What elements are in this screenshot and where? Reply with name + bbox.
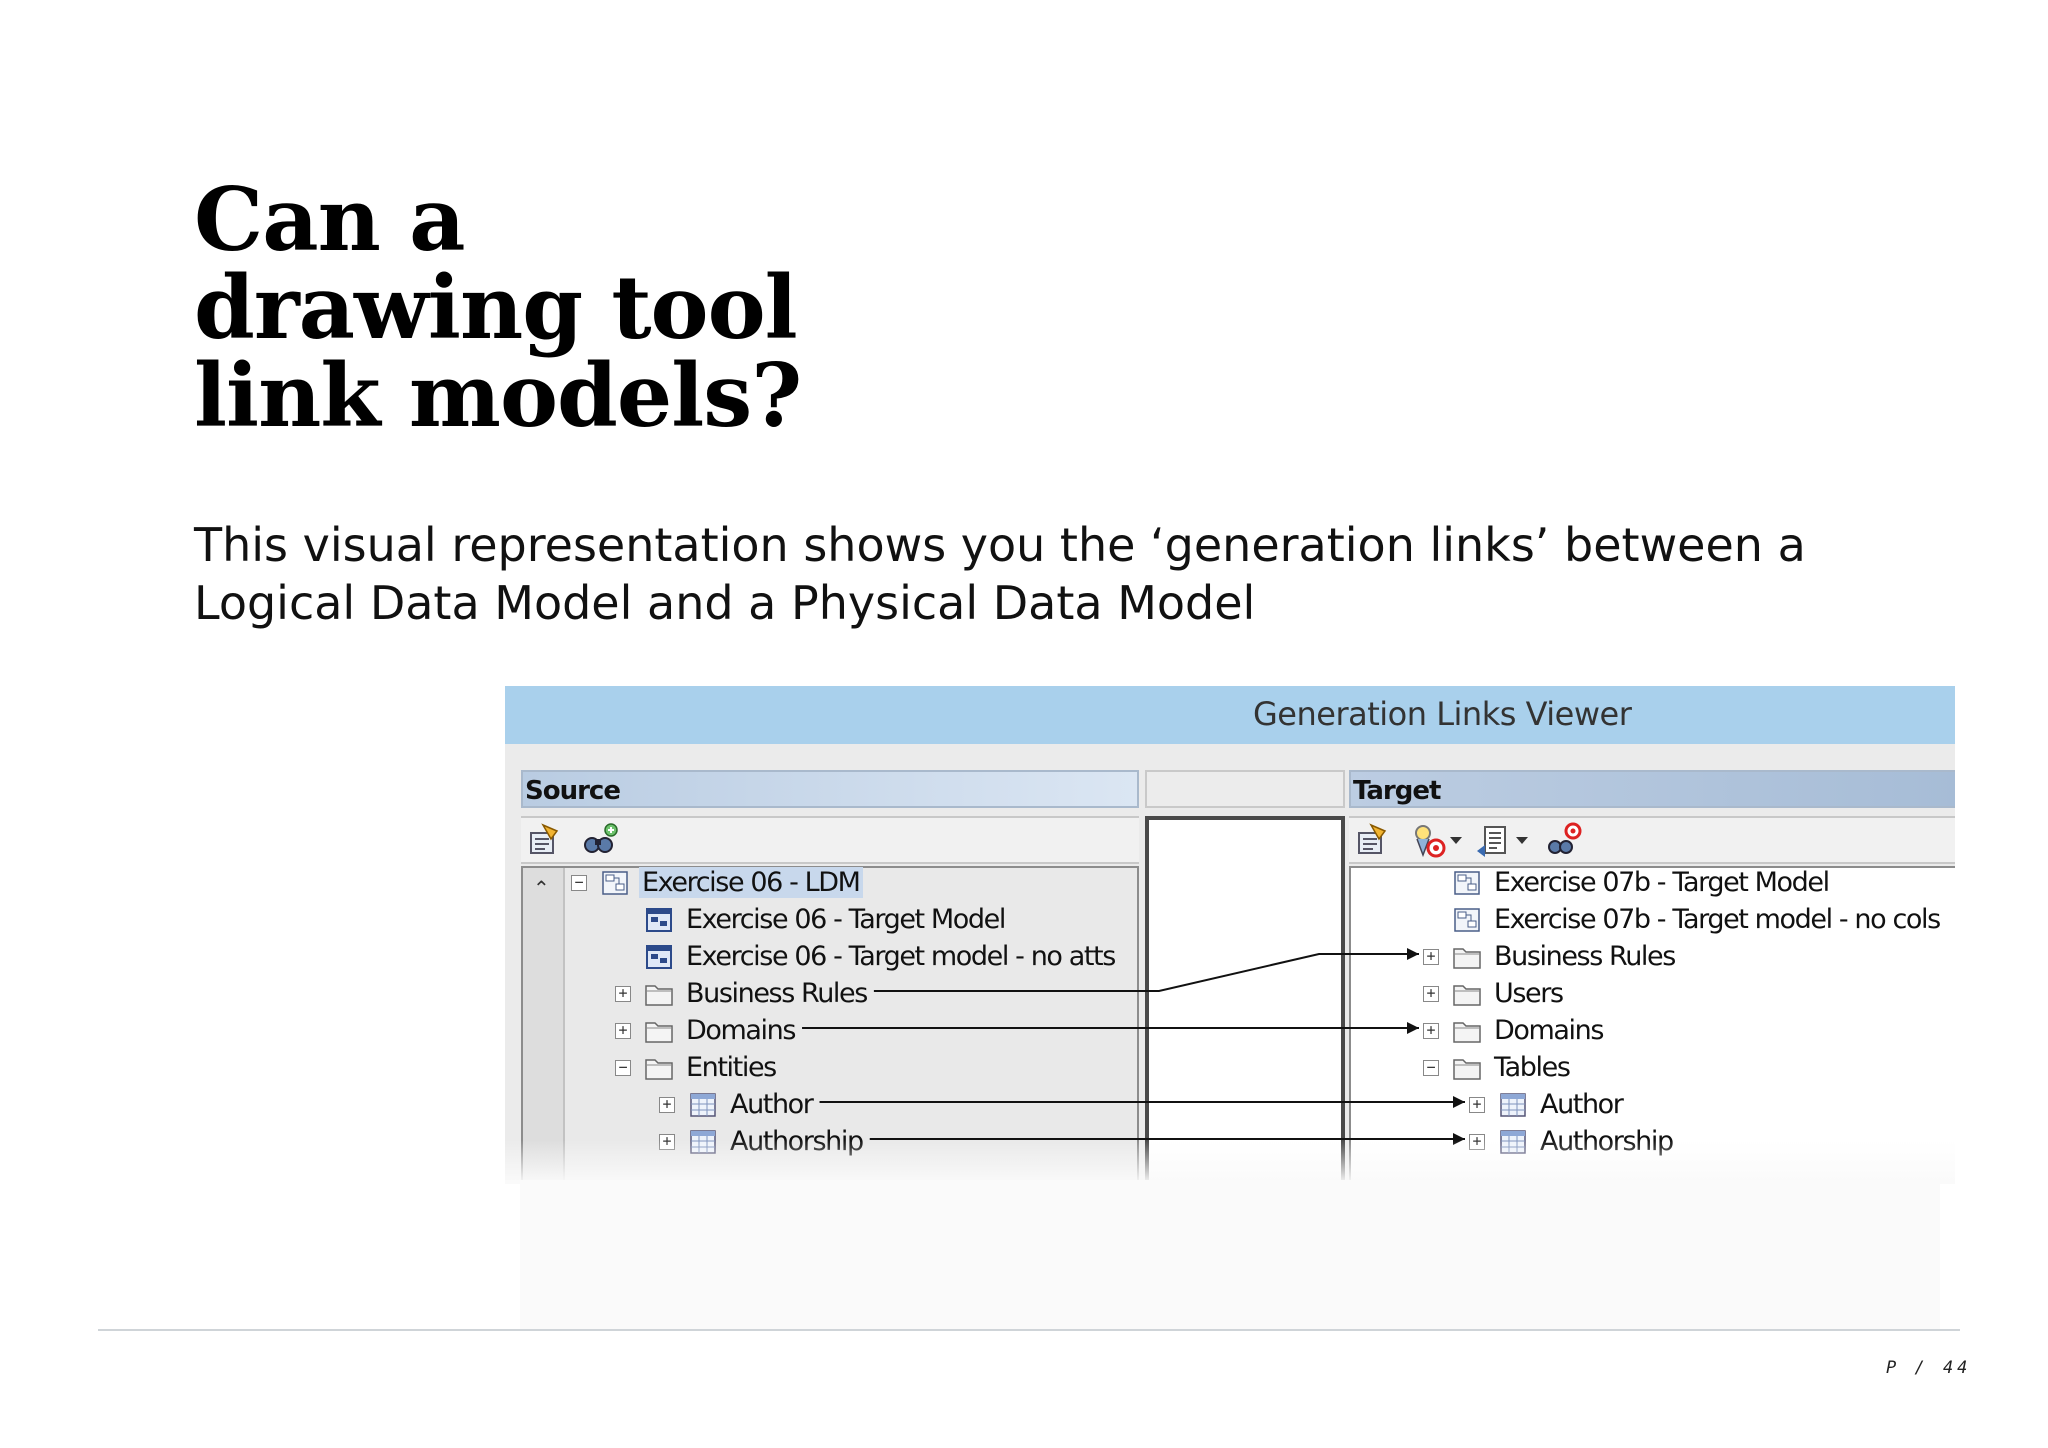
dropdown-icon[interactable] xyxy=(1513,821,1531,859)
footer-divider xyxy=(98,1329,1960,1331)
subtitle-line: Logical Data Model and a Physical Data M… xyxy=(194,576,1256,630)
folder-icon xyxy=(1453,1018,1481,1044)
generation-links-viewer: Generation Links Viewer Source Target xyxy=(505,686,1955,1180)
page-number: P / 44 xyxy=(1886,1358,1972,1378)
target-tree-item-label: Exercise 07b - Target Model xyxy=(1494,867,1830,898)
target-tree-item[interactable]: + Author xyxy=(1469,1086,1626,1123)
model-icon xyxy=(1453,907,1481,933)
expand-icon[interactable]: + xyxy=(1423,948,1439,965)
source-tree-item[interactable]: + Author xyxy=(659,1086,816,1123)
expand-icon[interactable]: + xyxy=(659,1096,675,1113)
source-tree-item-label: Author xyxy=(730,1089,814,1120)
source-header-label: Source xyxy=(525,776,621,806)
target-tree-item-label: Author xyxy=(1540,1089,1624,1120)
title-line: link models? xyxy=(194,344,802,447)
source-tree-item-label: Business Rules xyxy=(686,978,868,1009)
target-tree-item[interactable]: + Domains xyxy=(1423,1012,1606,1049)
table-icon xyxy=(689,1092,717,1118)
target-tree-item[interactable]: + Business Rules xyxy=(1423,938,1678,975)
folder-icon xyxy=(1453,981,1481,1007)
expand-icon[interactable]: + xyxy=(1423,1022,1439,1039)
source-tree-item[interactable]: − Entities xyxy=(615,1049,779,1086)
source-tree-item-label: Exercise 06 - Target model - no atts xyxy=(686,941,1116,972)
target-header-label: Target xyxy=(1353,776,1441,806)
model-icon xyxy=(601,870,629,896)
model-icon xyxy=(1453,870,1481,896)
target-tree-item-label: Users xyxy=(1494,978,1564,1009)
source-tree-item-label: Exercise 06 - LDM xyxy=(639,867,863,898)
target-panel-header: Target xyxy=(1349,770,1955,808)
find-icon[interactable] xyxy=(581,821,619,859)
collapse-icon[interactable]: − xyxy=(571,874,587,891)
link-area xyxy=(1145,816,1345,1180)
target-toolbar xyxy=(1349,816,1955,864)
properties-icon[interactable] xyxy=(525,821,563,859)
target-tree-item[interactable]: + Users xyxy=(1423,975,1566,1012)
vertical-scrollbar[interactable]: ⌃ xyxy=(523,868,565,1180)
target-tree-item-label: Tables xyxy=(1494,1052,1571,1083)
title-line: Can a xyxy=(194,168,466,271)
target-model-icon xyxy=(645,907,673,933)
expand-icon[interactable]: + xyxy=(615,985,631,1002)
title-line: drawing tool xyxy=(194,256,798,359)
source-tree-item[interactable]: Exercise 06 - Target model - no atts xyxy=(615,938,1118,975)
target-tree-item-label: Business Rules xyxy=(1494,941,1676,972)
screenshot-fade xyxy=(505,1140,1955,1184)
viewer-title: Generation Links Viewer xyxy=(1253,695,1632,733)
source-tree-item[interactable]: − Exercise 06 - LDM xyxy=(571,864,863,901)
table-icon xyxy=(1499,1092,1527,1118)
target-tree-item[interactable]: Exercise 07b - Target Model xyxy=(1423,864,1832,901)
expand-icon[interactable]: + xyxy=(1469,1096,1485,1113)
expand-icon[interactable]: + xyxy=(615,1022,631,1039)
target-tree-item-label: Domains xyxy=(1494,1015,1604,1046)
source-tree-item-label: Entities xyxy=(686,1052,777,1083)
source-tree: ⌃ − Exercise 06 - LDM Exercise 06 - Target… xyxy=(521,866,1139,1180)
target-tree-item-label: Exercise 07b - Target model - no cols xyxy=(1494,904,1941,935)
list-icon[interactable] xyxy=(1475,821,1513,859)
scroll-up-icon[interactable]: ⌃ xyxy=(533,876,550,900)
source-toolbar xyxy=(521,816,1139,864)
target-model-icon xyxy=(645,944,673,970)
link-panel-header xyxy=(1145,770,1345,808)
find-target-icon[interactable] xyxy=(1545,821,1583,859)
dropdown-icon[interactable] xyxy=(1447,821,1465,859)
source-tree-item[interactable]: + Business Rules xyxy=(615,975,870,1012)
folder-icon xyxy=(645,981,673,1007)
source-tree-item[interactable]: Exercise 06 - Target Model xyxy=(615,901,1008,938)
folder-icon xyxy=(645,1055,673,1081)
source-panel-header: Source xyxy=(521,770,1139,808)
viewer-title-bar: Generation Links Viewer xyxy=(505,686,1955,744)
faded-lower-area xyxy=(520,1180,1940,1330)
folder-icon xyxy=(1453,944,1481,970)
filter-target-icon[interactable] xyxy=(1409,821,1447,859)
source-tree-item-label: Domains xyxy=(686,1015,796,1046)
target-tree-item[interactable]: − Tables xyxy=(1423,1049,1573,1086)
collapse-icon[interactable]: − xyxy=(1423,1059,1439,1076)
collapse-icon[interactable]: − xyxy=(615,1059,631,1076)
folder-icon xyxy=(645,1018,673,1044)
slide-subtitle: This visual representation shows you the… xyxy=(194,516,1914,632)
target-tree-item[interactable]: Exercise 07b - Target model - no cols xyxy=(1423,901,1943,938)
source-tree-item[interactable]: + Domains xyxy=(615,1012,798,1049)
folder-icon xyxy=(1453,1055,1481,1081)
expand-icon[interactable]: + xyxy=(1423,985,1439,1002)
slide-title: Can a drawing tool link models? xyxy=(194,168,802,447)
source-tree-item-label: Exercise 06 - Target Model xyxy=(686,904,1006,935)
properties-icon[interactable] xyxy=(1353,821,1391,859)
subtitle-line: This visual representation shows you the… xyxy=(194,518,1806,572)
